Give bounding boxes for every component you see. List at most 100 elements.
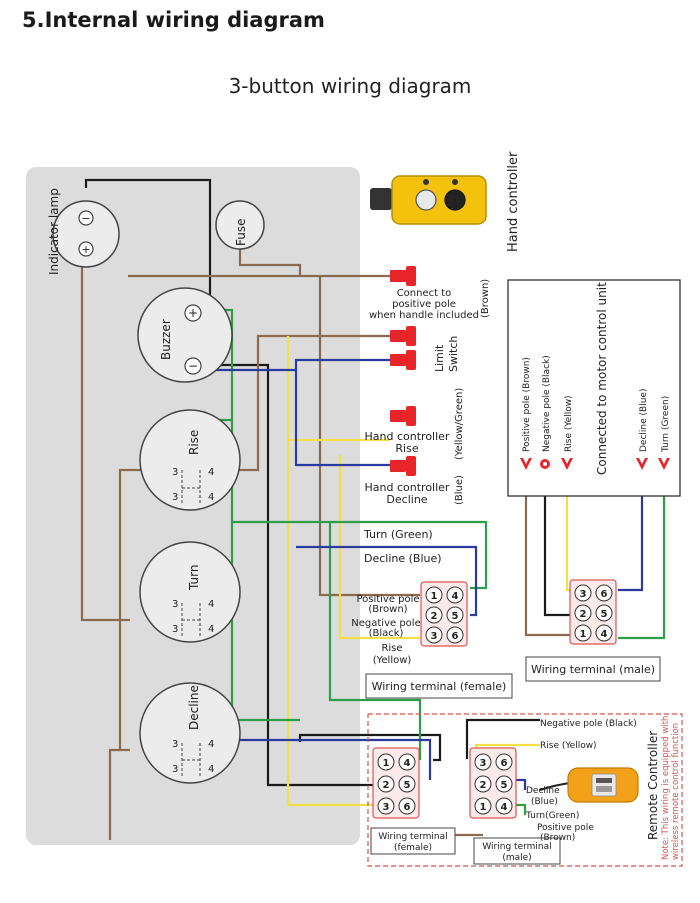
limit-switch-label-2: Switch: [447, 336, 460, 372]
turn-pin-3b: 3: [172, 624, 178, 635]
wire-yellow-main: [286, 336, 378, 807]
wire-brown-limit1: [256, 334, 390, 420]
turn-button: Turn 3 3 4 4: [139, 541, 241, 643]
remote-label-positive-2: (Brown): [540, 833, 575, 843]
wire-green-turn: [232, 520, 488, 590]
rise-pin-3a: 3: [172, 467, 178, 478]
hc-decline-label-1: Hand controller: [365, 481, 450, 494]
motor-unit-title: Connected to motor control unit: [595, 282, 609, 475]
wire-label-decline: Decline (Blue): [364, 552, 442, 565]
remote-label-decline-2: (Blue): [531, 797, 558, 807]
fuse-label: Fuse: [234, 219, 248, 247]
lamp-minus-sign: −: [81, 212, 90, 225]
connector-limit-1: [390, 326, 416, 346]
wire-green-motor: [618, 470, 666, 640]
terminal-female: 1 4 2 5 3 6: [420, 581, 468, 647]
male-pin-3: 3: [580, 589, 587, 600]
remote-terminal-male: 3 6 2 5 1 4: [469, 747, 517, 819]
hc-rise-label-2: Rise: [395, 442, 418, 455]
wire-label-positive-color: (Brown): [368, 604, 407, 615]
turn-label: Turn: [187, 565, 201, 591]
rise-button: Rise 3 3 4 4: [139, 409, 241, 511]
female-pin-3: 3: [431, 631, 438, 642]
remote-label-decline-1: Decline: [526, 786, 560, 796]
remote-note-2: wireless remote control function: [671, 723, 681, 860]
rise-pin-3b: 3: [172, 492, 178, 503]
wire-blue-limit: [205, 358, 390, 372]
wire-blue-hc: [294, 370, 390, 467]
wire-brown-motor: [524, 470, 572, 637]
buzzer: + − Buzzer: [137, 287, 233, 383]
indicator-lamp-label: Indicator lamp: [47, 188, 61, 275]
rise-label: Rise: [187, 430, 201, 455]
remote-male-pin-3: 3: [480, 758, 487, 769]
remote-label-negative: Negative pole (Black): [540, 719, 637, 729]
terminal-male: 3 6 2 5 1 4: [569, 579, 617, 645]
wire-label-negative: Negative pole: [351, 618, 420, 629]
motor-lead-turn: Turn (Green): [661, 396, 671, 453]
buzzer-minus-terminal: [184, 357, 202, 375]
lamp-plus-terminal: [78, 241, 94, 257]
male-pin-5: 5: [601, 609, 608, 620]
motor-unit-box: [507, 279, 681, 497]
motor-lead-negative: Negative pole (Black): [542, 355, 552, 452]
remote-controller-icon: [539, 767, 639, 803]
hand-controller-label: Hand controller: [506, 151, 521, 252]
remote-female-pin-5: 5: [404, 780, 411, 791]
positive-side-label: (Brown): [480, 279, 491, 318]
motor-lead-terminals: [520, 458, 670, 470]
remote-male-caption-box: [473, 837, 561, 865]
remote-female-pin-4: 4: [404, 758, 411, 769]
hc-decline-side-label: (Blue): [454, 475, 465, 505]
decline-pin-3a: 3: [172, 739, 178, 750]
motor-lead-rise: Rise (Yellow): [564, 395, 574, 452]
page-heading: 5.Internal wiring diagram: [22, 8, 325, 32]
rise-pin-4a: 4: [208, 467, 214, 478]
motor-lead-positive: Positive pole (Brown): [522, 357, 532, 452]
positive-label-3: when handle included: [369, 310, 479, 321]
positive-label-2: positive pole: [392, 299, 456, 310]
remote-terminal-female: 1 4 2 5 3 6: [372, 747, 420, 819]
motor-lead-decline: Decline (Blue): [639, 389, 649, 452]
wire-blue-decline: [296, 545, 478, 617]
buzzer-plus-sign: +: [188, 306, 198, 320]
remote-male-pin-4: 4: [501, 802, 508, 813]
remote-female-caption-box: [370, 827, 456, 855]
rise-pin-4b: 4: [208, 492, 214, 503]
remote-male-pin-1: 1: [480, 802, 487, 813]
indicator-lamp: − +: [52, 200, 120, 268]
buzzer-plus-terminal: [184, 304, 202, 322]
wire-black-motor: [543, 470, 572, 617]
decline-pin-4b: 4: [208, 764, 214, 775]
remote-female-pin-3: 3: [383, 802, 390, 813]
decline-label: Decline: [187, 685, 201, 730]
terminal-female-caption: Wiring terminal (female): [372, 680, 507, 693]
turn-pin-4b: 4: [208, 624, 214, 635]
female-pin-1: 1: [431, 591, 438, 602]
female-pin-4: 4: [452, 591, 459, 602]
male-pin-4: 4: [601, 629, 608, 640]
lamp-plus-sign: +: [81, 243, 90, 256]
wire-label-rise: Rise: [381, 643, 402, 654]
wires: [80, 178, 666, 840]
remote-label-positive-1: Positive pole: [537, 823, 594, 833]
wire-black-negative: [208, 363, 378, 787]
decline-pin-4a: 4: [208, 739, 214, 750]
red-connectors: [390, 266, 416, 476]
decline-pin-3b: 3: [172, 764, 178, 775]
connector-limit-2: [390, 350, 416, 370]
wire-brown-decline: [108, 748, 120, 840]
remote-female-pin-2: 2: [383, 780, 390, 791]
limit-switch-label-1: Limit: [433, 344, 446, 372]
wire-green-decline: [328, 522, 422, 760]
connector-positive: [390, 266, 416, 286]
remote-label-turn: Turn(Green): [525, 811, 579, 821]
connector-hc-decline: [390, 456, 416, 476]
terminal-male-caption-box: [525, 656, 661, 682]
male-pin-2: 2: [580, 609, 587, 620]
remote-female-caption-1: Wiring terminal: [378, 832, 447, 842]
positive-label-1: Connect to: [397, 288, 452, 299]
wire-brown-terminal: [318, 276, 420, 597]
remote-male-caption-2: (male): [502, 853, 531, 863]
